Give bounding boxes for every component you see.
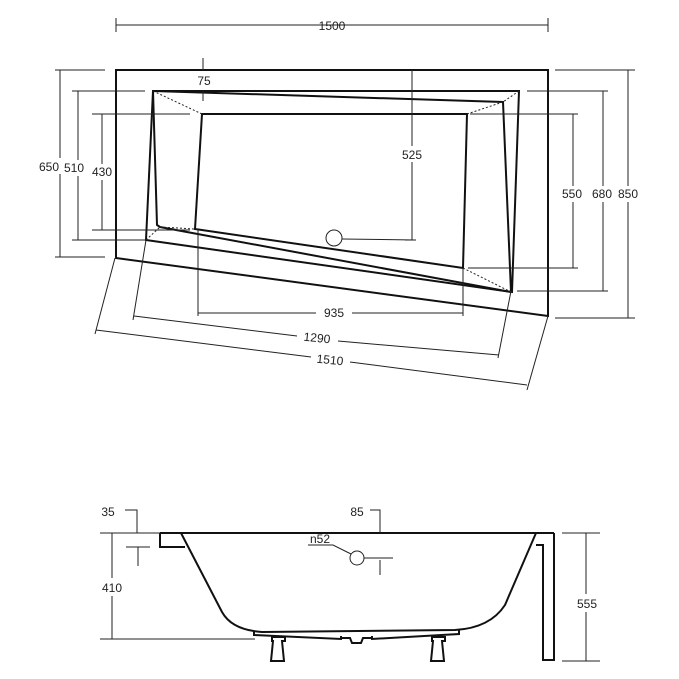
right-panel bbox=[536, 533, 555, 661]
overflow-icon bbox=[349, 550, 365, 566]
dim-430-line bbox=[92, 113, 190, 231]
dim-35-line bbox=[125, 509, 150, 566]
dim-1510-line bbox=[94, 257, 549, 391]
dim-510: 510 bbox=[64, 161, 84, 175]
drain-icon bbox=[325, 229, 343, 247]
dim-680-line bbox=[517, 90, 608, 292]
dim-850-line bbox=[555, 69, 635, 319]
dim-n52: n52 bbox=[310, 532, 330, 546]
dim-1500-line bbox=[115, 18, 549, 32]
dim-1290-line bbox=[132, 239, 512, 359]
dim-555: 555 bbox=[577, 597, 597, 611]
dim-430: 430 bbox=[92, 165, 112, 179]
slope-lines bbox=[152, 90, 512, 293]
dim-935-line bbox=[197, 229, 464, 316]
outer-outline bbox=[115, 69, 549, 318]
dim-555-line bbox=[562, 532, 600, 662]
dim-85-line bbox=[370, 509, 381, 533]
foot-right-icon bbox=[429, 636, 446, 662]
dim-35: 35 bbox=[101, 505, 115, 519]
corner-dashes bbox=[145, 90, 520, 293]
dim-1290: 1290 bbox=[303, 330, 331, 347]
dim-550: 550 bbox=[562, 187, 582, 201]
left-rim-block bbox=[159, 533, 185, 548]
rim-outline bbox=[144, 90, 521, 294]
dim-525: 525 bbox=[402, 148, 422, 162]
dim-1500: 1500 bbox=[319, 19, 346, 33]
dim-550-line bbox=[468, 113, 578, 269]
dim-680: 680 bbox=[592, 187, 612, 201]
side-view: n52 35 85 410 555 bbox=[100, 505, 600, 662]
drain-leader bbox=[341, 238, 416, 241]
dim-410: 410 bbox=[102, 581, 122, 595]
dim-85: 85 bbox=[350, 505, 364, 519]
dim-75: 75 bbox=[197, 74, 211, 88]
foot-left-icon bbox=[269, 636, 286, 662]
dim-935: 935 bbox=[324, 306, 344, 320]
dim-650-line bbox=[55, 69, 105, 258]
top-view: 1500 75 525 650 510 430 550 680 850 935 … bbox=[39, 18, 638, 391]
dim-410-line bbox=[100, 532, 255, 640]
dim-850: 850 bbox=[618, 187, 638, 201]
overflow-leader bbox=[308, 544, 393, 575]
dim-510-line bbox=[72, 90, 145, 241]
drain-notch bbox=[341, 637, 372, 644]
dim-650: 650 bbox=[39, 160, 59, 174]
dim-525-line bbox=[405, 70, 416, 241]
dim-1510: 1510 bbox=[316, 352, 344, 369]
tub-body bbox=[180, 532, 537, 634]
